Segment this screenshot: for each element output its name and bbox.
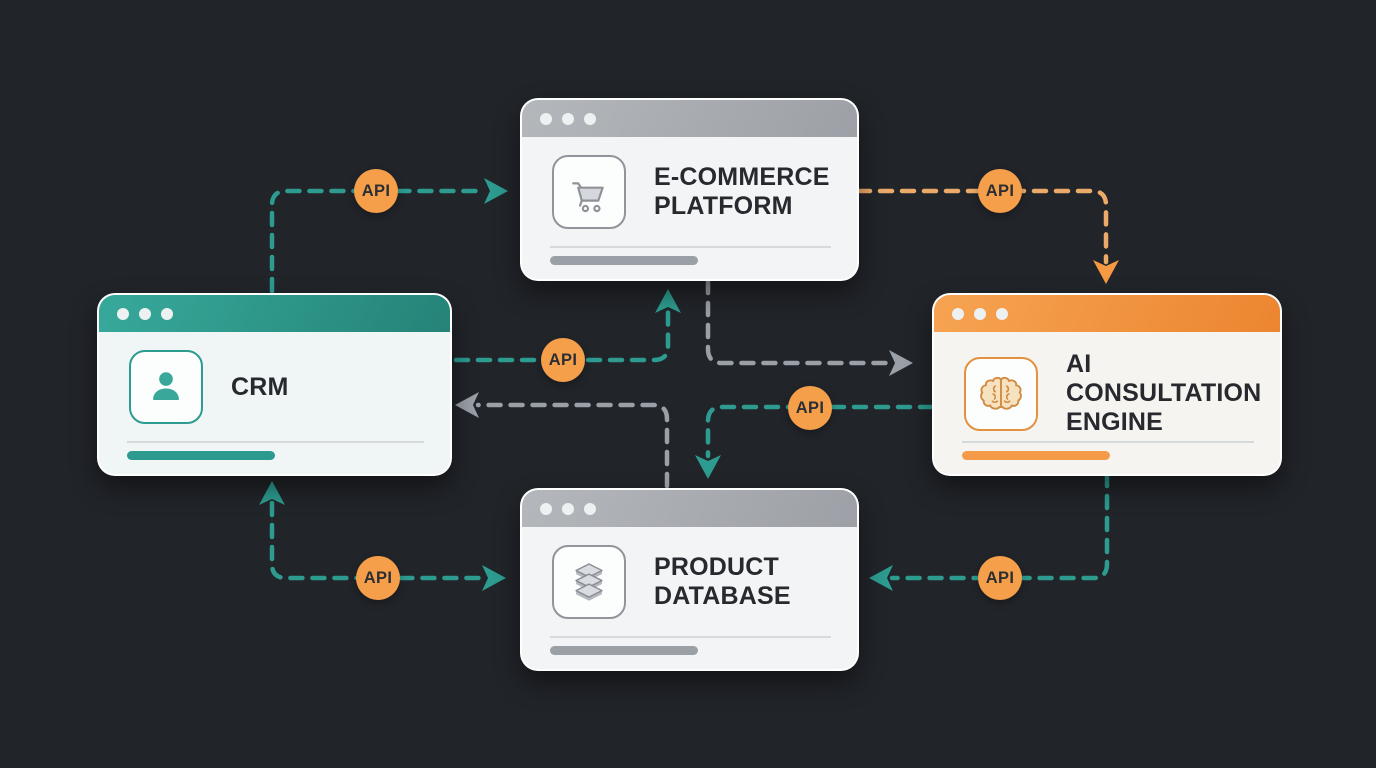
user-icon bbox=[129, 350, 203, 424]
window-dot bbox=[562, 502, 574, 515]
shopping-cart-icon bbox=[552, 155, 626, 229]
arrowhead-down-icon bbox=[1093, 260, 1119, 284]
arrowhead-right-icon bbox=[484, 178, 508, 204]
card-divider bbox=[127, 441, 424, 443]
connector-ai-to-db-bottom bbox=[869, 471, 1110, 591]
api-badge: API bbox=[978, 556, 1022, 600]
connector-ecommerce-to-ai-left bbox=[705, 278, 913, 376]
node-product-database: PRODUCT DATABASE bbox=[520, 488, 859, 671]
connector-path bbox=[453, 307, 671, 363]
connector-crm-to-ecommerce-top bbox=[269, 178, 508, 294]
window-dot bbox=[161, 307, 173, 320]
connector-db-to-crm bbox=[455, 392, 670, 489]
connector-path bbox=[705, 278, 893, 366]
node-title: AI CONSULTATION ENGINE bbox=[1066, 350, 1262, 436]
api-badge: API bbox=[354, 169, 398, 213]
arrowhead-left-icon bbox=[455, 392, 479, 418]
connector-crm-to-db bbox=[259, 481, 506, 591]
window-titlebar bbox=[522, 100, 857, 137]
api-badge: API bbox=[978, 169, 1022, 213]
card-body: CRM bbox=[99, 332, 450, 474]
window-dot bbox=[952, 307, 964, 320]
arrowhead-down-icon bbox=[695, 455, 721, 479]
node-ecommerce-platform: E-COMMERCE PLATFORM bbox=[520, 98, 859, 281]
connector-ai-to-db-top bbox=[695, 404, 935, 479]
card-accent-bar bbox=[550, 646, 698, 655]
node-ai-consultation-engine: AI CONSULTATION ENGINE bbox=[932, 293, 1282, 476]
node-title: CRM bbox=[231, 372, 289, 401]
window-dot bbox=[139, 307, 151, 320]
window-dot bbox=[584, 502, 596, 515]
api-badge: API bbox=[541, 338, 585, 382]
connector-crm-to-ecommerce-bottom bbox=[453, 289, 681, 363]
arrowhead-right-icon bbox=[482, 565, 506, 591]
card-body: E-COMMERCE PLATFORM bbox=[522, 137, 857, 279]
window-dot bbox=[584, 112, 596, 125]
connector-path bbox=[705, 404, 935, 459]
arrowhead-left-icon bbox=[869, 565, 893, 591]
card-accent-bar bbox=[550, 256, 698, 265]
connector-path bbox=[889, 471, 1110, 581]
arrowhead-up-icon bbox=[259, 481, 285, 505]
card-divider bbox=[550, 246, 831, 248]
brain-icon bbox=[964, 356, 1038, 431]
arrowhead-up-icon bbox=[655, 289, 681, 313]
api-badge: API bbox=[356, 556, 400, 600]
window-dot bbox=[117, 307, 129, 320]
connector-path bbox=[269, 500, 485, 581]
node-crm: CRM bbox=[97, 293, 452, 476]
connector-path bbox=[475, 402, 670, 489]
window-dot bbox=[540, 112, 552, 125]
card-accent-bar bbox=[962, 451, 1110, 460]
window-dot bbox=[996, 307, 1008, 320]
database-icon bbox=[552, 545, 626, 619]
card-accent-bar bbox=[127, 451, 275, 460]
window-titlebar bbox=[99, 295, 450, 332]
node-title: E-COMMERCE PLATFORM bbox=[654, 163, 830, 220]
arrowhead-right-icon bbox=[889, 350, 913, 376]
connector-path bbox=[269, 188, 485, 294]
connector-ecommerce-to-ai-top bbox=[855, 188, 1119, 284]
node-title: PRODUCT DATABASE bbox=[654, 553, 791, 610]
card-divider bbox=[550, 636, 831, 638]
window-dot bbox=[562, 112, 574, 125]
api-badge: API bbox=[788, 386, 832, 430]
window-titlebar bbox=[934, 295, 1280, 332]
window-dot bbox=[540, 502, 552, 515]
window-dot bbox=[974, 307, 986, 320]
card-body: AI CONSULTATION ENGINE bbox=[934, 332, 1280, 474]
card-body: PRODUCT DATABASE bbox=[522, 527, 857, 669]
connector-path bbox=[855, 188, 1109, 265]
card-divider bbox=[962, 441, 1254, 443]
window-titlebar bbox=[522, 490, 857, 527]
